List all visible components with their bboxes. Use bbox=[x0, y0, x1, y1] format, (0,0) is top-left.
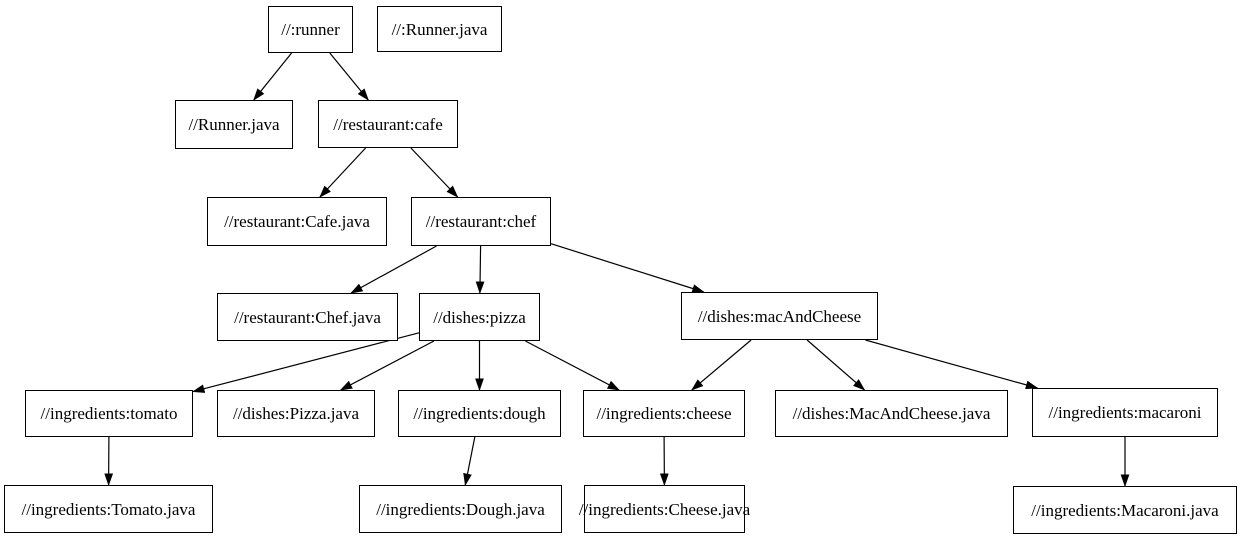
graph-node-dough_java: //ingredients:Dough.java bbox=[359, 485, 562, 533]
graph-node-chef_java: //restaurant:Chef.java bbox=[217, 293, 398, 341]
graph-node-mac_java: //dishes:MacAndCheese.java bbox=[775, 390, 1008, 437]
graph-edge-chef-to-chef_java bbox=[350, 245, 437, 294]
graph-node-cheese_java: //ingredients:Cheese.java bbox=[579, 485, 750, 533]
graph-edge-pizza-to-cheese bbox=[525, 340, 620, 391]
graph-edge-mac_and_cheese-to-macaroni bbox=[865, 339, 1039, 390]
graph-node-runner: //:runner bbox=[268, 6, 353, 53]
graph-edge-runner-to-cafe bbox=[329, 52, 369, 101]
graph-edge-pizza-to-tomato bbox=[192, 332, 420, 393]
graph-node-tomato_java: //ingredients:Tomato.java bbox=[4, 485, 213, 533]
graph-edge-dough-to-dough_java bbox=[463, 436, 476, 486]
graph-node-runner_java: //Runner.java bbox=[175, 100, 293, 149]
graph-node-cheese: //ingredients:cheese bbox=[583, 390, 745, 437]
graph-node-runner_java_src: //:Runner.java bbox=[377, 6, 502, 52]
graph-node-macaroni: //ingredients:macaroni bbox=[1032, 388, 1218, 437]
graph-edge-cafe-to-cafe_java bbox=[319, 147, 367, 198]
graph-node-tomato: //ingredients:tomato bbox=[25, 390, 193, 437]
graph-edge-mac_and_cheese-to-mac_java bbox=[806, 339, 866, 391]
graph-edge-pizza-to-pizza_java bbox=[339, 340, 435, 391]
graph-edge-cafe-to-chef bbox=[410, 147, 459, 198]
graph-edge-chef-to-pizza bbox=[475, 245, 485, 294]
graph-node-cafe_java: //restaurant:Cafe.java bbox=[207, 197, 387, 246]
graph-node-mac_and_cheese: //dishes:macAndCheese bbox=[681, 292, 878, 340]
graph-edge-chef-to-mac_and_cheese bbox=[550, 243, 705, 293]
graph-node-pizza_java: //dishes:Pizza.java bbox=[217, 390, 375, 437]
graph-node-cafe: //restaurant:cafe bbox=[318, 100, 458, 148]
graph-node-dough: //ingredients:dough bbox=[398, 390, 561, 437]
graph-node-macaroni_java: //ingredients:Macaroni.java bbox=[1013, 486, 1237, 534]
graph-edge-runner-to-runner_java bbox=[253, 52, 293, 101]
graph-node-chef: //restaurant:chef bbox=[411, 197, 551, 246]
graph-node-pizza: //dishes:pizza bbox=[419, 293, 540, 341]
graph-edge-mac_and_cheese-to-cheese bbox=[691, 339, 752, 391]
